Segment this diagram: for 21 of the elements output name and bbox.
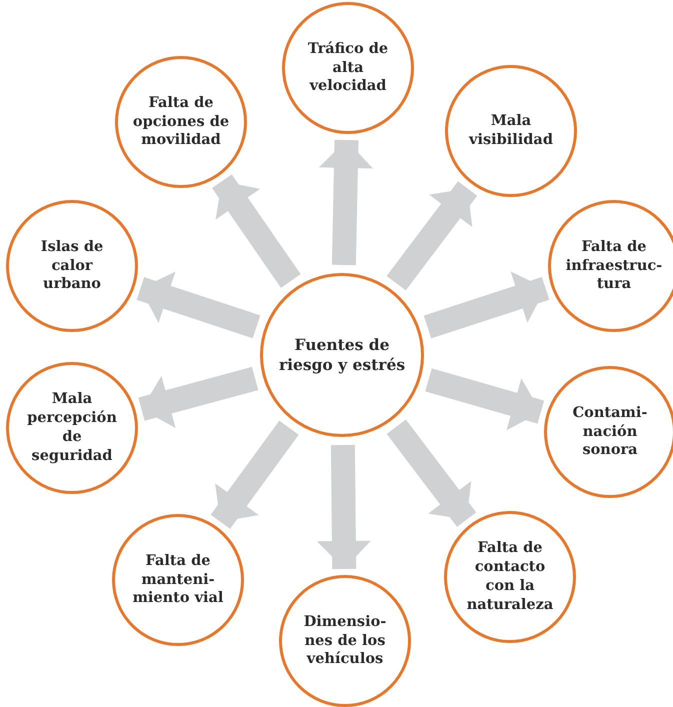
block-arrow — [316, 444, 371, 570]
node-label: Falta de manteni-miento vial — [132, 552, 224, 608]
block-arrow — [318, 140, 373, 266]
node-label: Falta de contacto con la naturaleza — [466, 539, 554, 615]
node-label: Tráfico de alta velocidad — [306, 40, 390, 96]
block-arrow — [136, 272, 260, 338]
node-label: Dimensio-nes de los vehículos — [302, 612, 388, 670]
node-label: Contami-nación sonora — [572, 404, 648, 460]
node-label: Mala visibilidad — [468, 112, 554, 150]
block-arrow — [210, 420, 299, 529]
node-label: Falta de opciones de movilidad — [132, 94, 230, 150]
block-arrow — [212, 174, 301, 288]
block-arrow — [424, 271, 550, 338]
block-arrow — [138, 366, 258, 428]
node-label: Fuentes de riesgo y estrés — [278, 334, 406, 376]
block-arrow — [386, 181, 478, 290]
node-label: Islas de calor urbano — [40, 238, 104, 294]
node-label: Mala percepción de seguridad — [26, 390, 118, 466]
block-arrow — [425, 368, 544, 430]
block-arrow — [386, 420, 476, 527]
node-label: Falta de infraestruc-tura — [564, 238, 664, 294]
